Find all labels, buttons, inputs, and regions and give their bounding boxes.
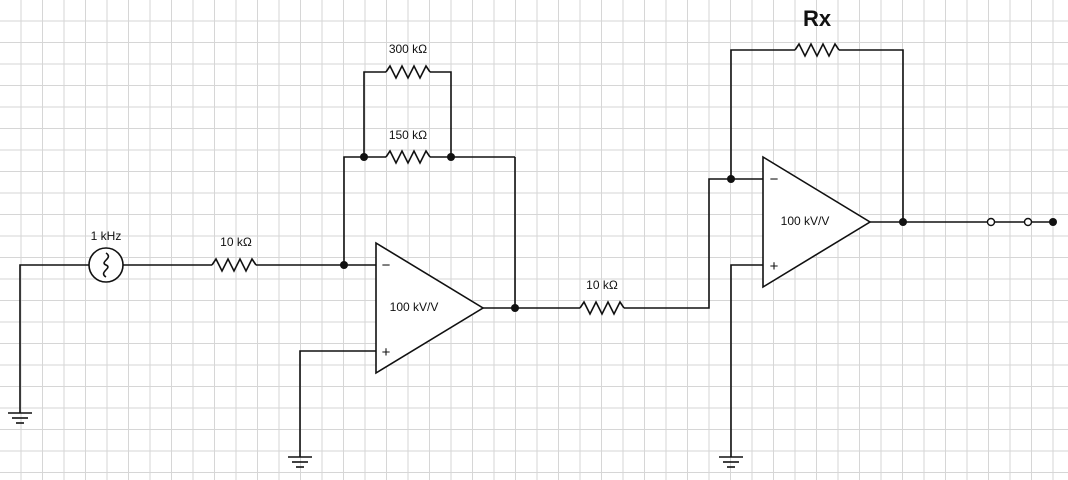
ac-source-icon [88,247,124,283]
resistor-input-1-label: 10 kΩ [220,235,252,249]
opamp-2-noninverting-sign: + [770,258,779,275]
resistor-rx-label: Rx [803,6,832,31]
opamp-1-noninverting-sign: + [382,344,391,361]
switch-terminal-open [1023,217,1033,227]
resistor-rx [794,42,840,58]
source-frequency-label: 1 kHz [91,229,122,243]
opamp-2 [762,155,872,289]
ground-symbol-opamp-1 [288,456,312,468]
resistor-input-2 [579,300,625,316]
resistor-input-1 [211,257,257,273]
switch-terminal-open [986,217,996,227]
output-terminal [1049,218,1057,226]
input-wires [19,264,376,413]
junction-node [360,153,368,161]
opamp-1-inverting-sign: − [382,257,391,274]
opamp-2-inverting-sign: − [770,171,779,188]
feedback-wires-1 [343,71,516,309]
junction-node [340,261,348,269]
junction-nodes [340,153,907,312]
interstage-wires [515,178,763,309]
opamp-1-ground-wires [299,350,376,457]
ground-symbol-opamp-2 [719,456,743,468]
output-switch-terminals [986,217,1057,227]
junction-node [899,218,907,226]
feedback-wires-2 [730,49,904,222]
junction-node [511,304,519,312]
resistor-feedback-300k [385,64,431,80]
resistor-input-2-label: 10 kΩ [586,278,618,292]
opamp-2-gain-label: 100 kV/V [781,214,830,228]
resistor-feedback-300k-label: 300 kΩ [389,42,427,56]
ground-symbol-source [8,412,32,424]
junction-node [447,153,455,161]
opamp-1 [375,241,485,375]
opamp-2-ground-wires [730,264,763,457]
resistor-feedback-150k [385,149,431,165]
opamp-1-gain-label: 100 kV/V [390,300,439,314]
resistor-feedback-150k-label: 150 kΩ [389,128,427,142]
junction-node [727,175,735,183]
